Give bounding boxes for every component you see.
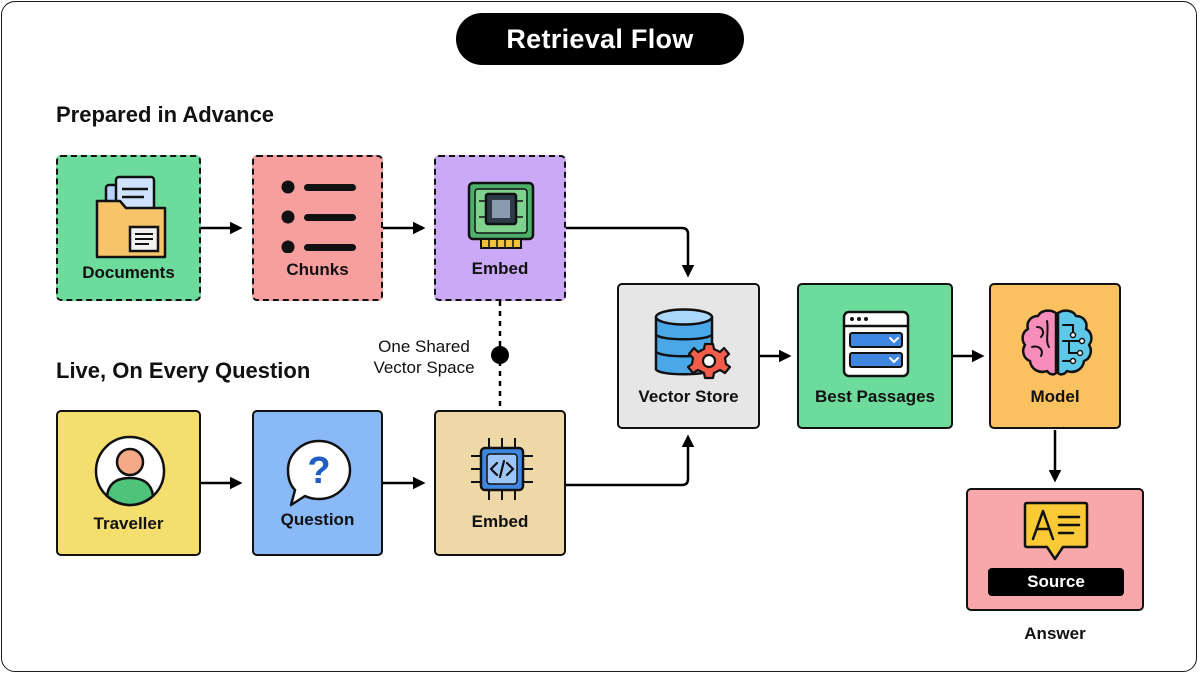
node-question: ? Question bbox=[252, 410, 383, 556]
source-label: Source bbox=[988, 568, 1124, 596]
node-chunks: Chunks bbox=[252, 155, 383, 301]
node-label-traveller: Traveller bbox=[93, 514, 164, 533]
database-gear-icon bbox=[654, 308, 731, 380]
code-chip-icon bbox=[471, 438, 533, 500]
shared-space-note: One Shared Vector Space bbox=[362, 336, 486, 378]
shared-note-line-2: Vector Space bbox=[373, 358, 475, 377]
browser-dropdowns-icon bbox=[842, 310, 910, 378]
node-label-chunks: Chunks bbox=[286, 260, 349, 279]
text-bubble-icon bbox=[1023, 501, 1089, 561]
brain-icon bbox=[1021, 309, 1093, 376]
node-vector-store: Vector Store bbox=[617, 283, 760, 429]
node-label-documents: Documents bbox=[82, 263, 175, 282]
shared-note-line-1: One Shared bbox=[378, 337, 470, 356]
diagram-title: Retrieval Flow bbox=[456, 13, 744, 65]
node-traveller: Traveller bbox=[56, 410, 201, 556]
bullet-list-icon bbox=[281, 180, 356, 253]
svg-text:?: ? bbox=[307, 450, 330, 492]
question-bubble-icon: ? bbox=[286, 439, 352, 507]
node-embed-bottom: Embed bbox=[434, 410, 566, 556]
node-label-best-passages: Best Passages bbox=[814, 387, 936, 406]
arrow-embed-vector-store-live bbox=[566, 434, 695, 487]
shared-space-dot bbox=[491, 346, 509, 364]
section-label-prepared: Prepared in Advance bbox=[56, 102, 275, 127]
node-label-answer: Answer bbox=[1024, 624, 1086, 643]
node-label-model: Model bbox=[1030, 387, 1080, 406]
user-avatar-icon bbox=[94, 435, 166, 507]
folder-documents-icon bbox=[95, 175, 167, 259]
circuit-board-icon bbox=[467, 181, 535, 249]
node-label-vector-store: Vector Store bbox=[638, 387, 739, 406]
node-label-question: Question bbox=[280, 510, 355, 529]
node-answer: Source bbox=[966, 488, 1144, 611]
node-label-embed-bottom: Embed bbox=[471, 512, 529, 531]
arrow-embed-vector-store bbox=[566, 226, 695, 278]
section-label-live: Live, On Every Question bbox=[56, 358, 311, 383]
node-documents: Documents bbox=[56, 155, 201, 301]
node-model: Model bbox=[989, 283, 1121, 429]
node-best-passages: Best Passages bbox=[797, 283, 953, 429]
node-embed-top: Embed bbox=[434, 155, 566, 301]
node-label-embed-top: Embed bbox=[471, 259, 529, 278]
